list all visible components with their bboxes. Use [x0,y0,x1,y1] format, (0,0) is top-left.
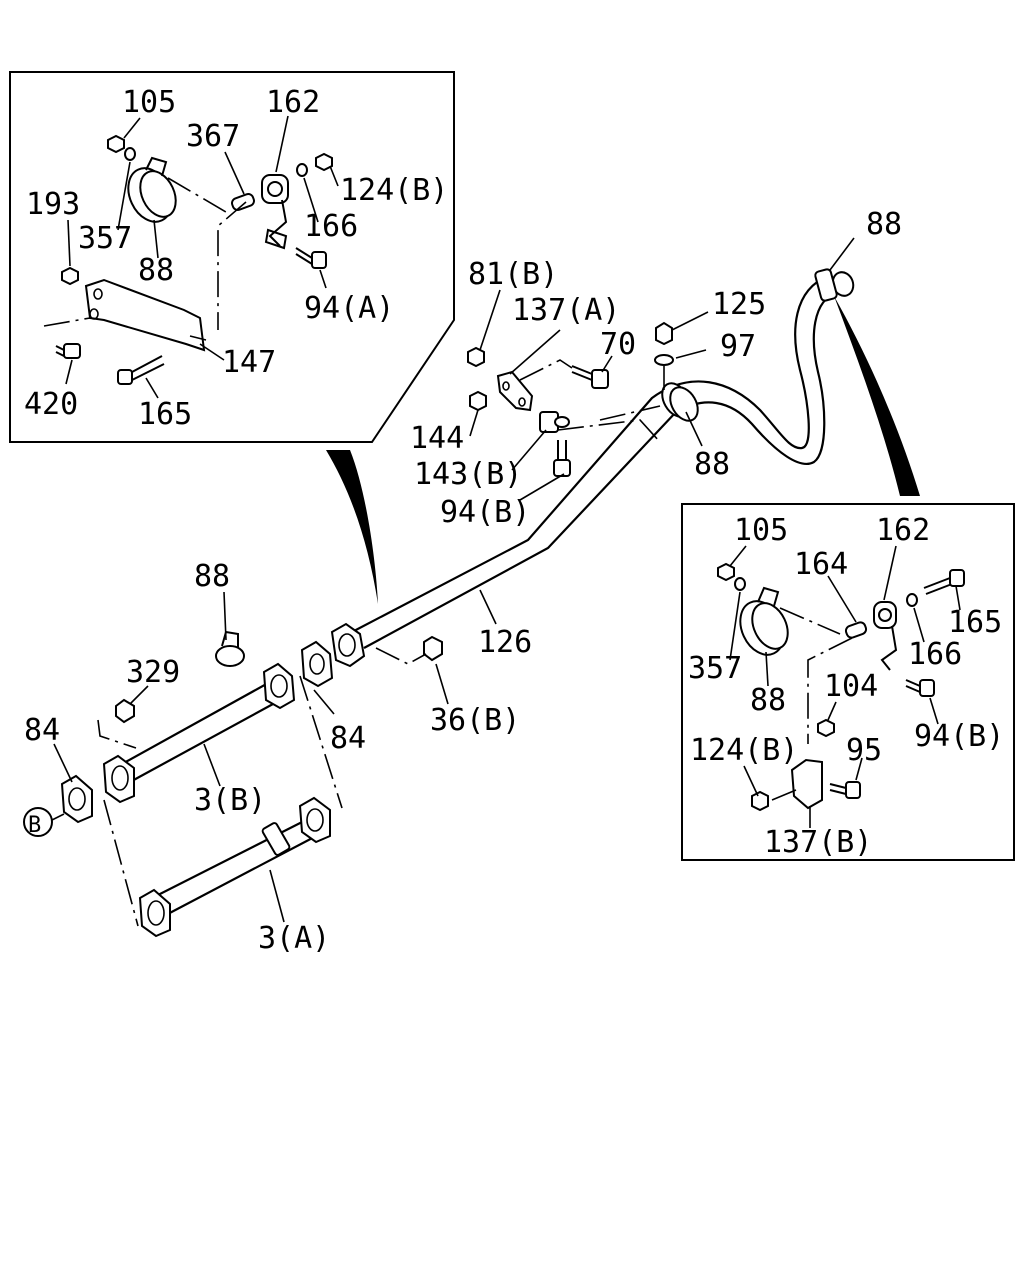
bracket-3a-icon [261,822,291,856]
callout-88-mid: 88 [694,447,730,482]
main-leaders [53,237,855,923]
callout-193: 193 [26,187,80,222]
nut-124b-icon [315,152,333,172]
callout-97: 97 [720,329,756,364]
flange-3a-right-icon [298,796,331,844]
reference-b-marker [23,807,53,837]
callout-88-right: 88 [750,683,786,718]
pin-164-icon [844,621,868,639]
callout-88: 88 [138,253,174,288]
bracket-147-icon [84,278,206,352]
callout-165-right: 165 [948,605,1002,640]
nut-105-right-icon [717,562,735,582]
bolt-94b-right-icon [905,679,935,697]
nut-105-icon [107,134,125,154]
nut-144-icon [469,390,487,412]
gasket-84-left-icon [60,774,93,824]
callout-124b-right: 124(B) [690,733,798,768]
callout-94b-right: 94(B) [914,719,1004,754]
callout-144: 144 [410,421,464,456]
callout-126: 126 [478,625,532,660]
callout-420: 420 [24,387,78,422]
clamp-88-right-icon [739,586,789,656]
mount-162-right-icon [873,601,898,671]
flange-3b-left-icon [102,754,135,804]
callout-137a: 137(A) [512,293,620,328]
nut-329-icon [115,698,135,724]
flange-3a-left-icon [138,888,171,938]
callout-94b: 94(B) [440,495,530,530]
right-inset-detail: 105 162 164 165 357 166 88 104 94(B) 124… [681,503,1015,861]
bracket-137a-icon [496,370,534,412]
callout-357: 357 [78,221,132,256]
callout-166: 166 [304,209,358,244]
callout-3a: 3(A) [258,921,330,956]
washer-166-right-icon [906,593,918,607]
callout-104: 104 [824,669,878,704]
gasket-84-mid-icon [300,640,334,688]
callout-94a: 94(A) [304,291,394,326]
bolt-95-icon [829,781,861,799]
callout-125: 125 [712,287,766,322]
callout-162-right: 162 [876,513,930,548]
callout-143b: 143(B) [414,457,522,492]
right-inset-pointer [834,296,920,496]
callout-88-clamp: 88 [194,559,230,594]
callout-166-right: 166 [908,637,962,672]
clamp-88-top-icon [814,268,838,302]
left-inset-detail: 105 162 367 124(B) 193 357 166 88 94(A) … [9,71,455,443]
washer-357-right-icon [734,577,746,591]
nut-81b-icon [467,346,485,368]
callout-105: 105 [122,85,176,120]
washer-357-icon [124,147,136,161]
callout-329: 329 [126,655,180,690]
flange-126-icon [330,622,366,668]
washer-97-icon [654,354,674,366]
mount-162-icon [261,174,289,250]
washer-166-icon [296,163,308,177]
callout-124b: 124(B) [340,173,448,208]
callout-3b: 3(B) [194,783,266,818]
callout-105-right: 105 [734,513,788,548]
flange-3b-right-icon [262,662,296,710]
callout-367: 367 [186,119,240,154]
bolt-165-right-icon [923,569,965,595]
bolt-165-icon [117,355,165,385]
clamp-88-front-icon [215,630,245,667]
callout-36b: 36(B) [430,703,520,738]
bolt-94b-center-icon [553,440,571,477]
bracket-137b-icon [790,758,823,810]
nut-125-icon [655,321,673,346]
callout-81b: 81(B) [468,257,558,292]
nut-36b-icon [423,635,443,662]
bolt-70-icon [571,365,609,389]
left-inset-frame [9,71,455,443]
callout-95: 95 [846,733,882,768]
callout-147: 147 [222,345,276,380]
bolt-94a-icon [295,247,327,269]
callout-84-left: 84 [24,713,60,748]
clamp-88-mid-icon [661,382,699,422]
nut-193-icon [61,266,79,286]
clamp-88-icon [127,156,177,223]
left-inset-pointer [326,450,378,604]
callout-357-right: 357 [688,651,742,686]
callout-84-mid: 84 [330,721,366,756]
front-pipes [23,630,443,938]
center-hanger-assembly [467,321,674,477]
callout-137b: 137(B) [764,825,872,860]
callout-70: 70 [600,327,636,362]
callout-165: 165 [138,397,192,432]
callout-164: 164 [794,547,848,582]
pin-367-icon [231,193,255,211]
callout-162: 162 [266,85,320,120]
callout-88-top: 88 [866,207,902,242]
callout-b: B [28,813,41,838]
main-exhaust-pipe [330,268,855,668]
bolt-420-icon [55,343,81,359]
right-inset-frame [681,503,1015,861]
nut-124b-right-icon [751,790,769,812]
nut-104-icon [817,718,835,738]
